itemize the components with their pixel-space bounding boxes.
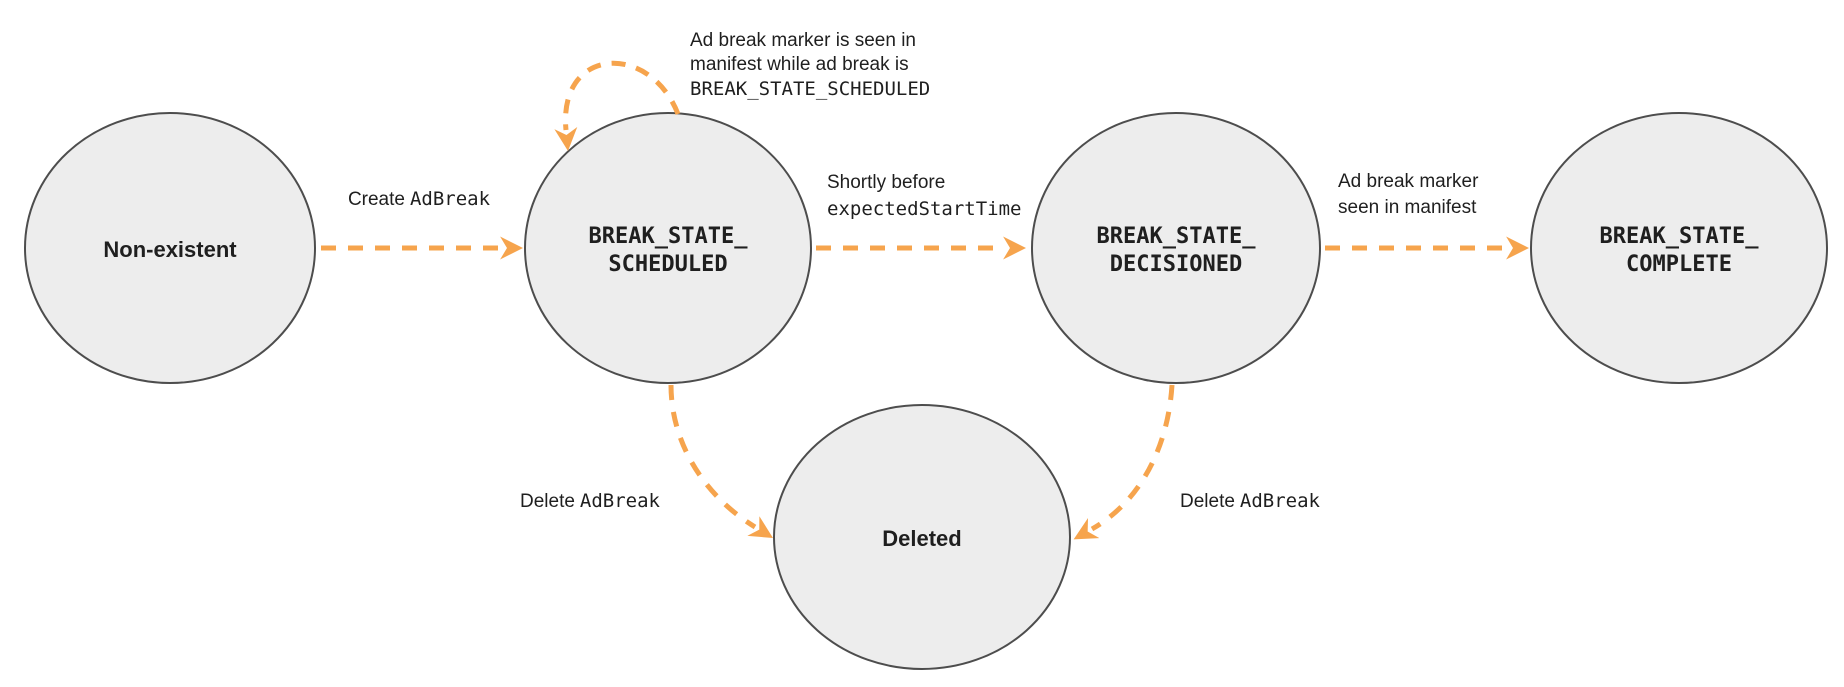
state-label-deleted: Deleted	[882, 526, 962, 551]
transition-arrow-self-loop	[554, 60, 681, 151]
transition-label-text: Shortly before	[827, 172, 946, 193]
transition-label-code: AdBreak	[1239, 490, 1320, 512]
state-circle-decisioned	[1031, 112, 1321, 384]
state-label-scheduled: BREAK_STATE_ SCHEDULED	[589, 223, 748, 279]
transition-label-text: Delete	[520, 491, 575, 512]
state-label-complete: BREAK_STATE_ COMPLETE	[1600, 223, 1759, 279]
transition-arrow-delete-from-decisioned	[1073, 384, 1175, 540]
state-label-line: SCHEDULED	[608, 252, 728, 277]
state-label-decisioned: BREAK_STATE_ DECISIONED	[1097, 223, 1256, 279]
state-circle-deleted	[773, 404, 1071, 670]
transition-label-text: Create	[347, 189, 405, 210]
transition-label-code: expectedStartTime	[827, 198, 1022, 220]
state-circle-complete	[1530, 112, 1828, 384]
transition-label-shortly-before: Shortly before expectedStartTime	[827, 170, 1021, 222]
transition-label-code: AdBreak	[579, 490, 660, 512]
state-label-line: COMPLETE	[1626, 252, 1732, 277]
transition-label-text: Ad break marker is seen in	[690, 30, 916, 51]
transition-label-text: manifest while ad break is	[690, 54, 909, 75]
state-label-line: BREAK_STATE_	[1096, 224, 1256, 249]
state-circle-scheduled	[524, 112, 812, 384]
transition-label-marker-seen: Ad break marker seen in manifest	[1338, 169, 1478, 221]
state-label-non-existent: Non-existent	[103, 237, 237, 262]
state-label-line: BREAK_STATE_	[1599, 224, 1759, 249]
transition-label-self-loop: Ad break marker is seen in manifest whil…	[690, 29, 930, 101]
transition-label-code: BREAK_STATE_SCHEDULED	[690, 78, 931, 100]
state-label-line: BREAK_STATE_	[588, 224, 748, 249]
transition-arrow-delete-from-scheduled	[668, 384, 773, 539]
transition-label-text: Ad break marker	[1338, 171, 1479, 192]
transition-label-text: Delete	[1180, 491, 1235, 512]
transition-label-text: seen in manifest	[1338, 197, 1477, 218]
state-label-line: DECISIONED	[1109, 252, 1243, 277]
state-circle-non-existent	[24, 112, 316, 384]
transition-label-code: AdBreak	[409, 188, 491, 210]
